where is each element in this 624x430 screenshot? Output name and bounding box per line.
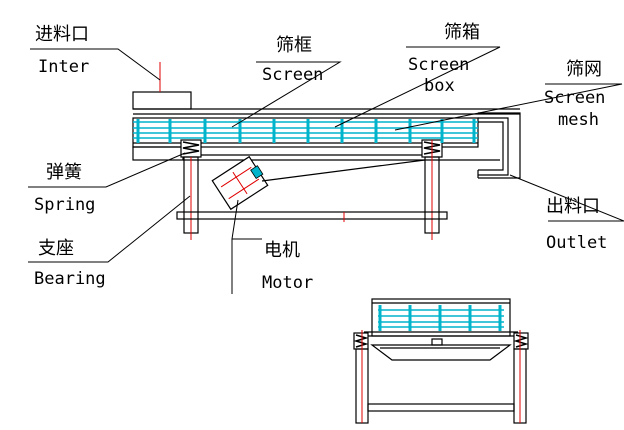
end-view: [353, 298, 529, 424]
motor: [211, 155, 269, 211]
side-view: [132, 91, 521, 240]
box-label-en-1: Screen: [408, 55, 469, 75]
outlet-label-en: Outlet: [546, 233, 607, 253]
mesh-label-zh: 筛网: [566, 59, 602, 80]
box-label-en-2: box: [424, 76, 455, 96]
inlet-label-zh: 进料口: [35, 24, 89, 45]
leader-lines: [28, 46, 624, 294]
feed-inlet: [132, 91, 192, 110]
bearing-label-en: Bearing: [34, 269, 106, 289]
screen-mesh: [133, 121, 478, 139]
inlet-label-en: Inter: [38, 57, 89, 77]
end-view-spring-right: [513, 332, 529, 350]
outlet-chute: [477, 112, 521, 179]
mesh-label-en-2: mesh: [558, 110, 599, 130]
spring-left: [180, 139, 202, 158]
base-beam: [176, 211, 448, 220]
center-marks: [159, 62, 345, 222]
spring-label-zh: 弹簧: [46, 162, 82, 183]
left-frame: [132, 146, 184, 161]
outlet-label-zh: 出料口: [546, 196, 600, 217]
box-label-zh: 筛箱: [444, 22, 480, 43]
end-view-hopper: [370, 344, 512, 361]
frame-label-zh: 筛框: [276, 35, 312, 56]
spring-label-en: Spring: [34, 195, 95, 215]
bearing-right: [424, 140, 440, 240]
bearing-label-zh: 支座: [38, 238, 74, 259]
frame-label-en: Screen: [262, 65, 323, 85]
mesh-label-en-1: Screen: [544, 88, 605, 108]
motor-label-zh: 电机: [264, 240, 300, 261]
motor-label-en: Motor: [262, 273, 313, 293]
mesh-dividers: [136, 119, 476, 143]
bearing-left: [183, 156, 199, 240]
end-view-spring-left: [353, 332, 369, 350]
